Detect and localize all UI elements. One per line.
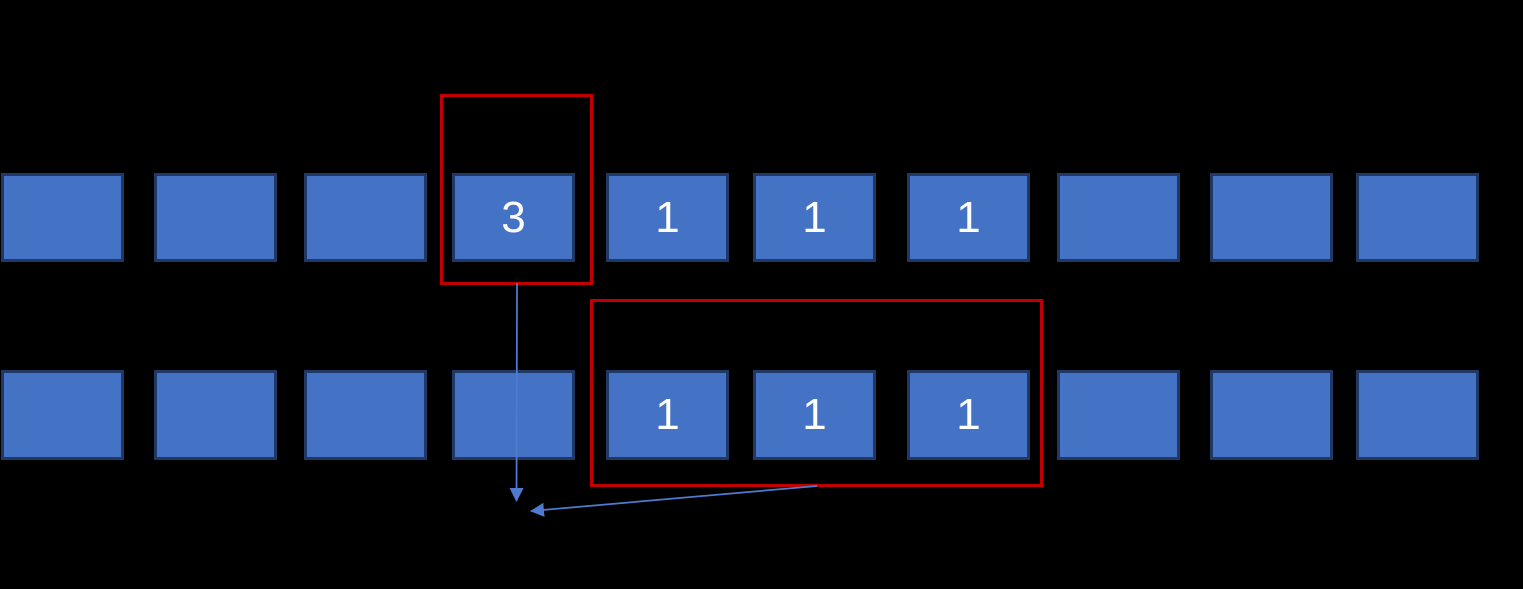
cell-top-row-3: 3 — [452, 173, 575, 262]
cell-top-row-8 — [1210, 173, 1333, 262]
cell-top-row-2 — [304, 173, 427, 262]
cell-bottom-row-7 — [1057, 370, 1180, 460]
cell-top-row-9 — [1356, 173, 1479, 262]
cell-top-row-4: 1 — [606, 173, 729, 262]
cell-top-row-7 — [1057, 173, 1180, 262]
cell-bottom-row-6: 1 — [907, 370, 1030, 460]
cell-bottom-row-4: 1 — [606, 370, 729, 460]
cell-bottom-row-5: 1 — [753, 370, 876, 460]
cell-bottom-row-0 — [1, 370, 124, 460]
cell-top-row-0 — [1, 173, 124, 262]
cell-bottom-row-3 — [452, 370, 575, 460]
arrow-from-bottom-group — [530, 485, 818, 517]
cell-bottom-row-8 — [1210, 370, 1333, 460]
cell-top-row-5: 1 — [753, 173, 876, 262]
cell-top-row-6: 1 — [907, 173, 1030, 262]
cell-bottom-row-1 — [154, 370, 277, 460]
cell-bottom-row-2 — [304, 370, 427, 460]
cell-top-row-1 — [154, 173, 277, 262]
cell-bottom-row-9 — [1356, 370, 1479, 460]
